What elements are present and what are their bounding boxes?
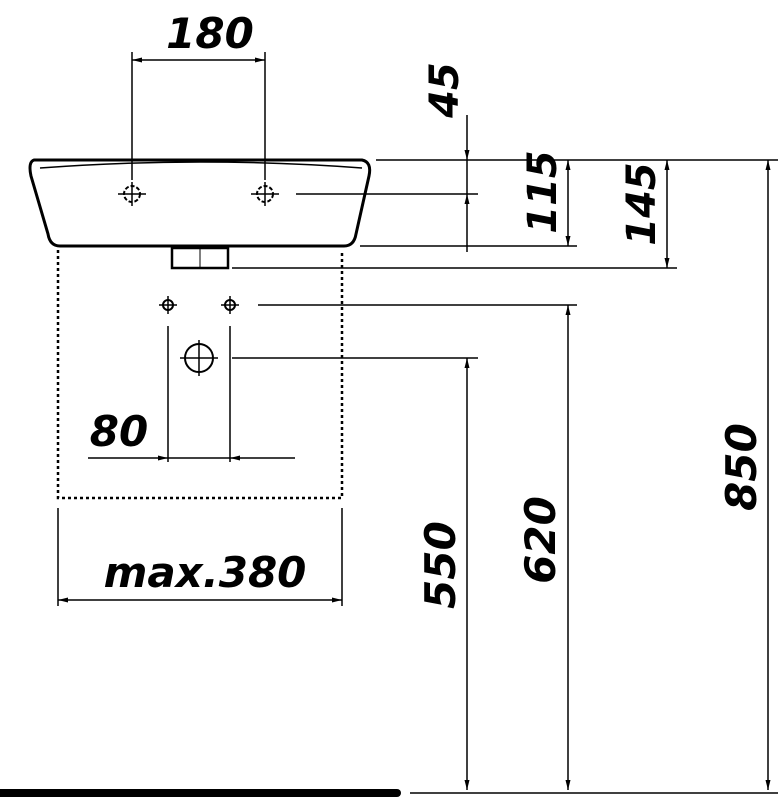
- dim-label-45: 45: [422, 62, 468, 119]
- dim-label-620: 620: [516, 496, 565, 584]
- basin-outline: [28, 158, 372, 248]
- supply-point-right: [221, 296, 239, 314]
- basin: [28, 158, 372, 270]
- extension-lines: [57, 52, 778, 606]
- basin-inner-rim: [39, 161, 363, 169]
- dim-label-145: 145: [619, 162, 665, 246]
- tap-hole-left: [118, 182, 146, 206]
- cabinet-outline: [56, 250, 344, 500]
- dim-label-850: 850: [717, 423, 766, 511]
- dim-label-80: 80: [90, 407, 148, 456]
- dim-label-550: 550: [416, 521, 465, 609]
- drain-point: [180, 340, 218, 376]
- dim-label-180: 180: [166, 9, 254, 58]
- dim-label-115: 115: [520, 150, 566, 234]
- dimension-lines: [58, 57, 778, 794]
- supply-point-left: [159, 296, 177, 314]
- dim-label-380: max.380: [104, 548, 307, 597]
- tap-hole-right: [251, 182, 279, 206]
